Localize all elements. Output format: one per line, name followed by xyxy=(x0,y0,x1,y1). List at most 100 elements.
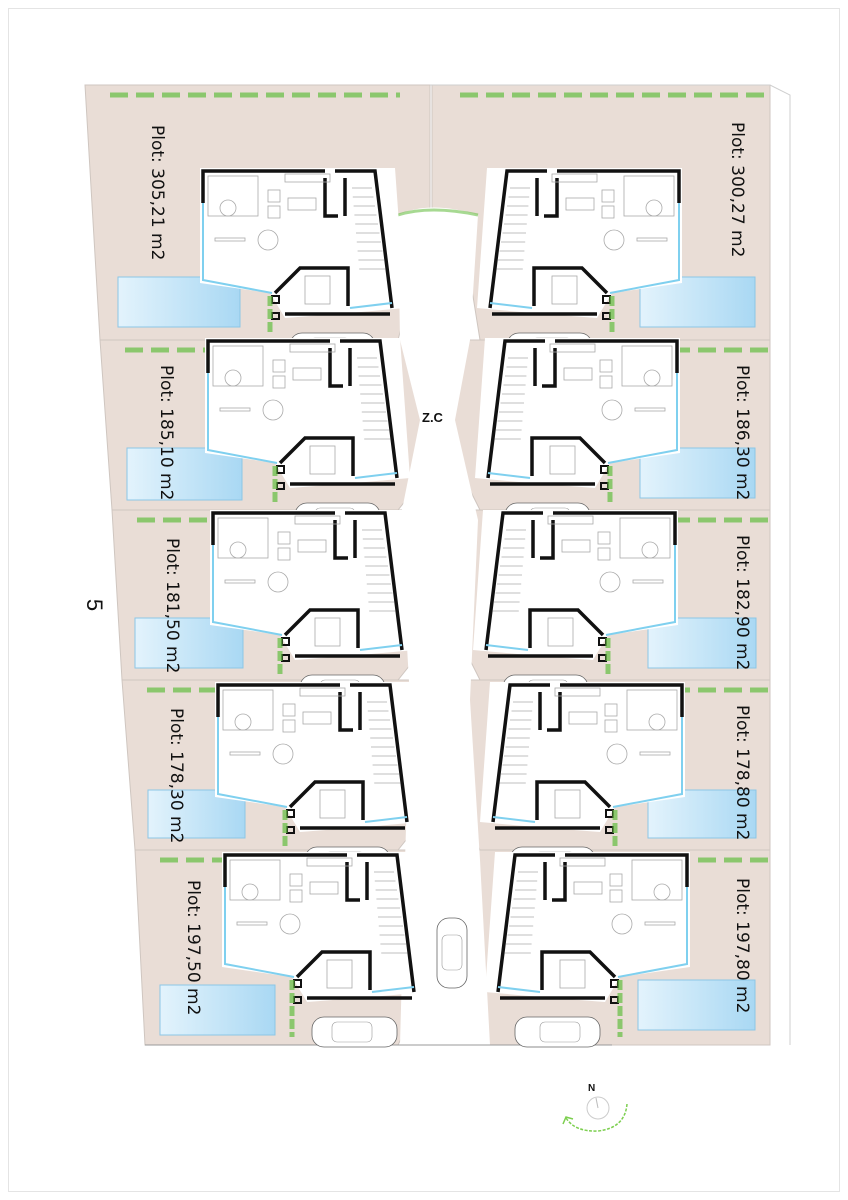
dining-table xyxy=(279,913,301,935)
car-roof xyxy=(539,1021,581,1043)
house-wall xyxy=(278,436,355,476)
swimming-pool xyxy=(126,447,243,501)
tv-unit xyxy=(634,407,666,412)
tv-unit xyxy=(632,579,664,584)
house-wall xyxy=(288,780,365,820)
house-wall xyxy=(323,178,338,218)
plot-label: Plot: 305,21 m2 xyxy=(147,125,167,261)
compass-arrow xyxy=(565,1103,628,1132)
dining-table xyxy=(599,571,621,593)
kitchen-counter xyxy=(289,343,336,353)
chair xyxy=(597,547,611,561)
glazing xyxy=(487,472,531,479)
chair xyxy=(599,375,613,389)
bed xyxy=(549,445,576,475)
dining-table xyxy=(603,229,625,251)
chair xyxy=(282,719,296,733)
chair xyxy=(267,205,281,219)
tv-unit xyxy=(219,407,251,412)
kitchen-counter xyxy=(549,343,596,353)
bed xyxy=(559,959,586,989)
dining-table xyxy=(611,913,633,935)
chair xyxy=(597,531,611,545)
glazing xyxy=(609,203,680,294)
house-wall xyxy=(335,169,394,309)
glazing xyxy=(489,302,533,309)
chair xyxy=(277,531,291,545)
glazing xyxy=(359,644,403,651)
chair xyxy=(604,703,618,717)
sofa xyxy=(207,175,259,217)
car xyxy=(311,1016,398,1048)
glazing xyxy=(349,302,393,309)
sofa xyxy=(217,517,269,559)
house-wall xyxy=(528,608,605,648)
bed xyxy=(319,789,346,819)
glazing xyxy=(202,203,273,294)
house-wall xyxy=(338,692,353,732)
chair xyxy=(601,189,615,203)
house-wall xyxy=(540,950,617,990)
car-roof xyxy=(331,1021,373,1043)
table xyxy=(229,541,247,559)
glazing xyxy=(612,717,683,808)
house-wall xyxy=(542,348,557,388)
house-wall xyxy=(496,853,555,993)
house-wall xyxy=(555,339,679,373)
house-wall xyxy=(345,862,360,902)
table xyxy=(234,713,252,731)
kitchen-counter xyxy=(299,687,346,697)
tv-unit xyxy=(236,921,268,926)
swimming-pool xyxy=(639,447,756,499)
bed xyxy=(547,617,574,647)
chair xyxy=(599,359,613,373)
table xyxy=(241,883,259,901)
bed xyxy=(309,445,336,475)
kitchen-counter xyxy=(554,687,601,697)
kitchen-counter xyxy=(294,515,341,525)
table xyxy=(224,369,242,387)
house-wall xyxy=(216,683,340,717)
chair xyxy=(277,547,291,561)
chair xyxy=(272,359,286,373)
compass-arrowhead xyxy=(562,1116,574,1125)
common-road xyxy=(398,207,490,1045)
kitchen-island xyxy=(573,881,603,895)
sofa xyxy=(619,517,671,559)
tv-unit xyxy=(639,751,671,756)
house-wall xyxy=(201,169,325,203)
house-footprint xyxy=(477,168,682,318)
plot-label: Plot: 181,50 m2 xyxy=(162,538,182,674)
house-floorplan xyxy=(222,852,427,1048)
plot-label: Plot: 197,80 m2 xyxy=(732,878,752,1014)
tv-unit xyxy=(224,579,256,584)
dining-table xyxy=(601,399,623,421)
glazing xyxy=(207,373,278,464)
table xyxy=(219,199,237,217)
glazing xyxy=(617,887,688,978)
kitchen-island xyxy=(568,711,598,725)
plot-label: Plot: 178,30 m2 xyxy=(166,708,186,844)
kitchen-counter xyxy=(559,857,606,867)
plot-label: Plot: 300,27 m2 xyxy=(727,122,747,258)
table xyxy=(643,369,661,387)
house-wall xyxy=(328,348,343,388)
sofa xyxy=(222,689,274,731)
chair xyxy=(289,873,303,887)
swimming-pool xyxy=(637,979,756,1031)
dining-table xyxy=(606,743,628,765)
car xyxy=(436,917,468,989)
house-wall xyxy=(532,266,609,306)
house-footprint xyxy=(222,852,427,1002)
tv-unit xyxy=(229,751,261,756)
glazing xyxy=(607,373,678,464)
bed xyxy=(314,617,341,647)
kitchen-island xyxy=(302,711,332,725)
house-footprint xyxy=(475,338,680,488)
house-wall xyxy=(206,339,330,373)
plot-label: Plot: 197,50 m2 xyxy=(183,880,203,1016)
house-footprint xyxy=(200,168,405,318)
house-wall xyxy=(553,511,677,545)
sofa xyxy=(212,345,264,387)
chair xyxy=(609,873,623,887)
